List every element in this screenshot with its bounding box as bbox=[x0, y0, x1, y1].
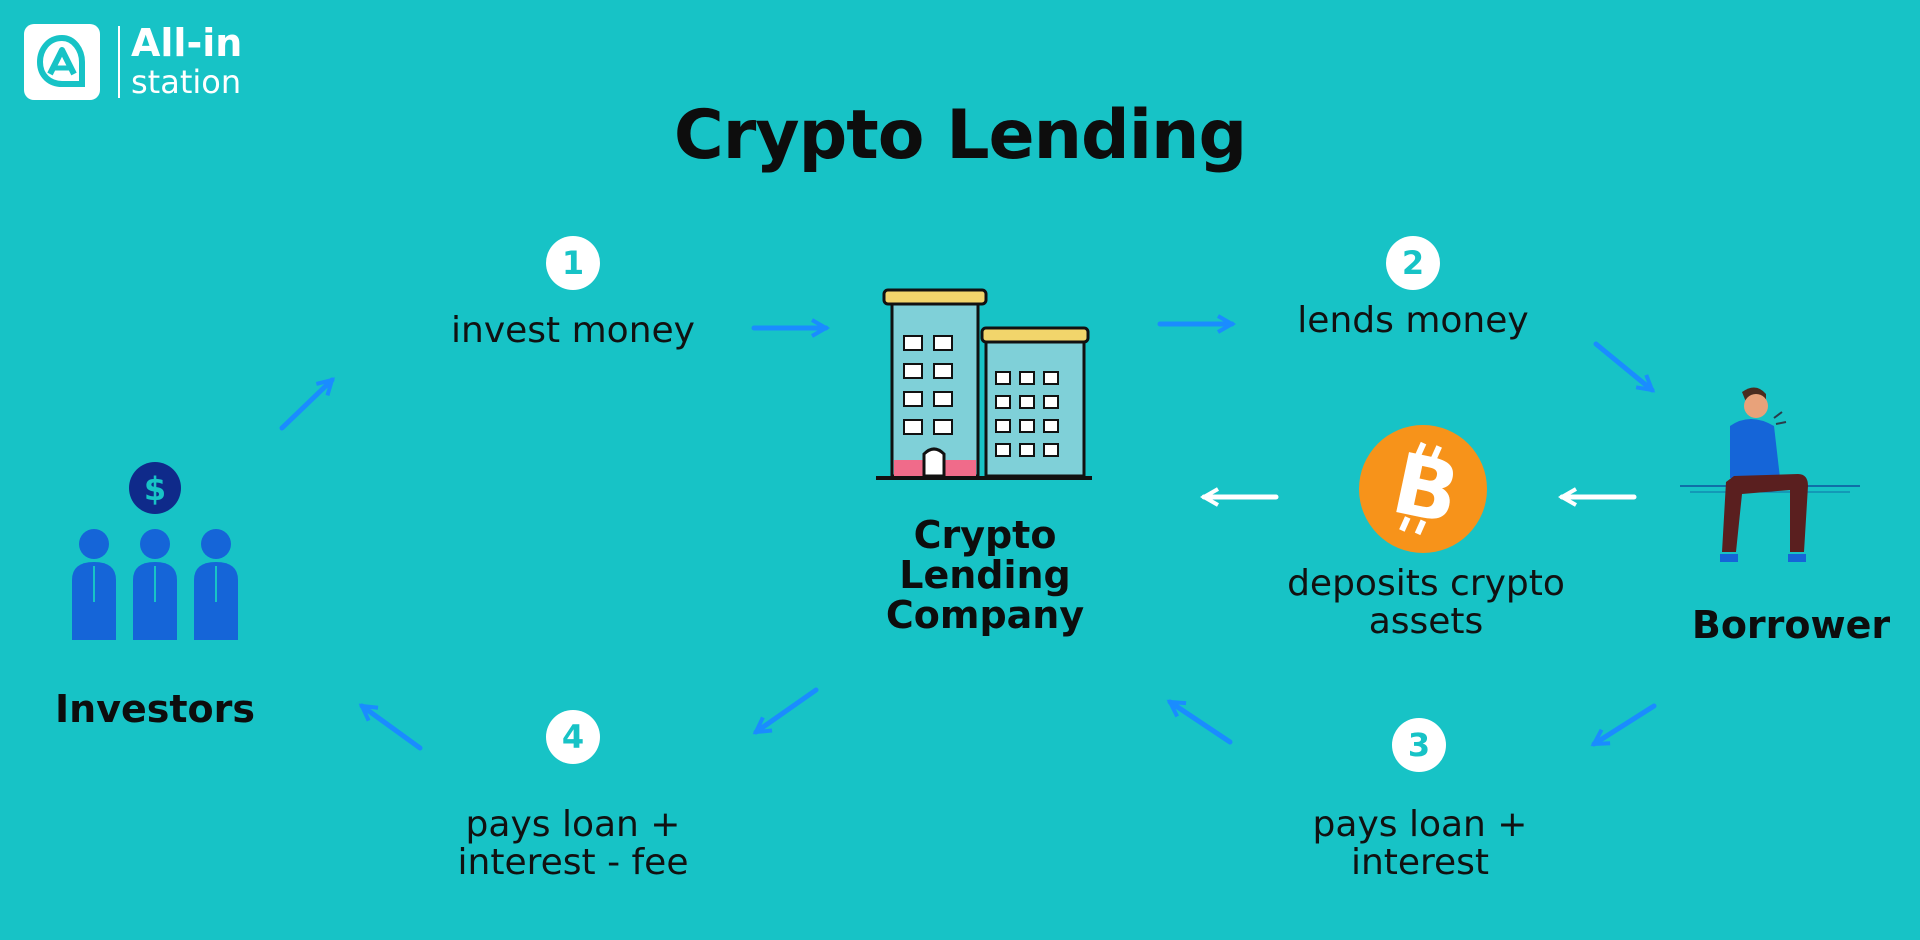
svg-text:$: $ bbox=[144, 470, 166, 508]
dollar-coin-icon: $ bbox=[129, 462, 181, 514]
logo bbox=[24, 24, 100, 100]
logo-icon bbox=[36, 34, 85, 87]
company-label: Crypto Lending Company bbox=[867, 513, 1103, 637]
logo-wordmark: All-in station bbox=[131, 24, 242, 98]
company-label-line1: Crypto bbox=[913, 513, 1057, 557]
deposit-label: deposits crypto assets bbox=[1240, 565, 1612, 641]
step-3-label-line2: interest bbox=[1350, 841, 1490, 883]
logo-line2: station bbox=[131, 63, 242, 101]
step-2-badge: 2 bbox=[1386, 236, 1440, 290]
page-title: Crypto Lending bbox=[673, 96, 1247, 175]
step-3-label-line1: pays loan + bbox=[1312, 804, 1528, 845]
bitcoin-icon: B bbox=[1359, 425, 1487, 553]
step-3-label: pays loan + interest bbox=[1290, 806, 1550, 882]
logo-line1: All-in bbox=[131, 21, 243, 65]
arrow-lends-to-borrower bbox=[1593, 341, 1656, 393]
step-1-label: invest money bbox=[451, 310, 695, 351]
step-4-label-line1: pays loan + bbox=[465, 804, 681, 845]
investors-label: Investors bbox=[55, 687, 255, 731]
borrower-icon bbox=[1680, 387, 1860, 562]
investors-icon: $ bbox=[72, 462, 238, 640]
company-label-line3: Company bbox=[885, 592, 1085, 637]
arrow-borrower-to-step3 bbox=[1590, 703, 1657, 747]
arrow-step3-to-company bbox=[1166, 699, 1233, 745]
deposit-label-line2: assets bbox=[1368, 600, 1484, 642]
step-1-badge: 1 bbox=[546, 236, 600, 290]
step-2-label: lends money bbox=[1297, 300, 1529, 341]
arrow-step4-to-investors bbox=[358, 703, 423, 751]
step-4-badge: 4 bbox=[546, 710, 600, 764]
deposit-label-line1: deposits crypto bbox=[1287, 563, 1565, 604]
step-4-label-line2: interest - fee bbox=[457, 841, 689, 883]
logo-divider bbox=[118, 26, 120, 98]
building-icon bbox=[876, 288, 1092, 480]
arrow-investors-to-step1 bbox=[279, 377, 335, 431]
borrower-label: Borrower bbox=[1691, 603, 1891, 647]
step-4-label: pays loan + interest - fee bbox=[432, 806, 714, 882]
company-label-line2: Lending bbox=[899, 552, 1071, 597]
arrow-company-to-step4 bbox=[752, 687, 819, 735]
step-3-badge: 3 bbox=[1392, 718, 1446, 772]
